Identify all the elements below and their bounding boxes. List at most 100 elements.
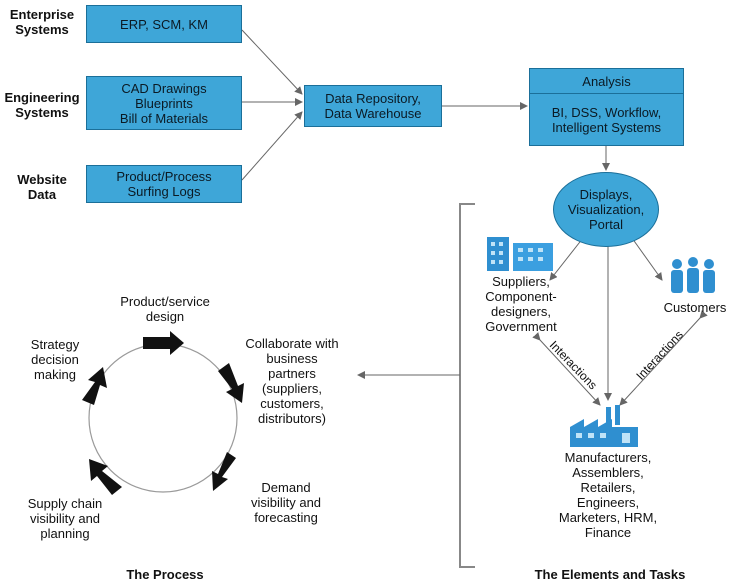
engineering-box-line-3: Bill of Materials bbox=[119, 110, 209, 126]
collaborate-line-1: Collaborate with bbox=[245, 336, 339, 351]
window bbox=[499, 260, 503, 264]
suppliers-line-3: designers, bbox=[491, 304, 551, 319]
demand-line-3: forecasting bbox=[254, 510, 318, 525]
process-collaborate-label: Collaborate with business partners (supp… bbox=[236, 336, 348, 426]
window bbox=[518, 257, 523, 261]
cycle-arrow-right-upper bbox=[218, 363, 244, 403]
person-body bbox=[687, 268, 699, 293]
window bbox=[499, 251, 503, 255]
repository-line-1: Data Repository, bbox=[325, 91, 421, 106]
chimney bbox=[615, 405, 620, 425]
website-label-line-1: Website bbox=[17, 172, 67, 187]
enterprise-label-line-2: Systems bbox=[15, 22, 69, 37]
suppliers-label: Suppliers, Component- designers, Governm… bbox=[478, 274, 564, 334]
customers-text: Customers bbox=[663, 300, 727, 315]
window bbox=[491, 242, 495, 246]
analysis-body-box: BI, DSS, Workflow, Intelligent Systems bbox=[529, 93, 684, 146]
demand-line-2: visibility and bbox=[250, 495, 322, 510]
process-title: The Process bbox=[100, 567, 230, 582]
manufacturers-line-4: Engineers, bbox=[576, 495, 640, 510]
enterprise-box: ERP, SCM, KM bbox=[86, 5, 242, 43]
displays-ellipse: Displays, Visualization, Portal bbox=[553, 172, 659, 247]
process-design-label: Product/service design bbox=[105, 294, 225, 324]
elements-title: The Elements and Tasks bbox=[515, 567, 705, 582]
process-cycle-ring bbox=[88, 343, 238, 493]
demand-line-1: Demand bbox=[261, 480, 311, 495]
window bbox=[499, 242, 503, 246]
analysis-header-box: Analysis bbox=[529, 68, 684, 94]
collaborate-line-2: business bbox=[266, 351, 318, 366]
website-box: Product/Process Surfing Logs bbox=[86, 165, 242, 203]
engineering-systems-label: Engineering Systems bbox=[0, 90, 84, 120]
process-thick-arrows bbox=[82, 331, 244, 495]
website-box-line-2: Surfing Logs bbox=[127, 184, 201, 199]
enterprise-label-line-1: Enterprise bbox=[9, 7, 75, 22]
cycle-arrow-bottom-left bbox=[89, 459, 122, 495]
website-data-label: Website Data bbox=[0, 172, 84, 202]
engineering-label-line-1: Engineering bbox=[4, 90, 80, 105]
suppliers-line-2: Component- bbox=[485, 289, 557, 304]
manufacturers-label: Manufacturers, Assemblers, Retailers, En… bbox=[548, 450, 668, 540]
collaborate-line-5: customers, bbox=[260, 396, 324, 411]
website-label-line-2: Data bbox=[27, 187, 57, 202]
elements-bracket bbox=[459, 203, 475, 568]
window bbox=[588, 433, 594, 438]
suppliers-line-1: Suppliers, bbox=[492, 274, 550, 289]
strategy-line-1: Strategy bbox=[30, 337, 80, 352]
manufacturers-line-6: Finance bbox=[584, 525, 632, 540]
factory-icon bbox=[570, 405, 638, 447]
process-demand-label: Demand visibility and forecasting bbox=[240, 480, 332, 525]
analysis-title: Analysis bbox=[582, 73, 631, 89]
cycle-arrow-right-lower bbox=[212, 452, 236, 491]
collaborate-line-6: distributors) bbox=[258, 411, 326, 426]
arrow-interactions-left bbox=[532, 332, 601, 406]
process-strategy-label: Strategy decision making bbox=[20, 337, 90, 382]
window bbox=[518, 248, 523, 252]
manufacturers-line-5: Marketers, HRM, bbox=[558, 510, 658, 525]
building-left bbox=[487, 237, 509, 271]
person-head bbox=[672, 259, 682, 269]
displays-line-1: Displays, bbox=[579, 187, 633, 202]
enterprise-systems-label: Enterprise Systems bbox=[0, 7, 84, 37]
collaborate-line-4: (suppliers, bbox=[262, 381, 322, 396]
arrow-interactions-right bbox=[619, 310, 708, 406]
customers-label: Customers bbox=[660, 300, 730, 315]
analysis-body-line-1: BI, DSS, Workflow, bbox=[551, 104, 662, 120]
window bbox=[538, 248, 543, 252]
arrow-displays-to-suppliers bbox=[549, 237, 584, 281]
engineering-box: CAD Drawings Blueprints Bill of Material… bbox=[86, 76, 242, 130]
process-supply-label: Supply chain visibility and planning bbox=[10, 496, 120, 541]
displays-line-3: Portal bbox=[589, 217, 623, 232]
person-body bbox=[671, 270, 683, 293]
cycle-arrow-top bbox=[143, 331, 184, 355]
analysis-body-line-2: Intelligent Systems bbox=[551, 119, 662, 135]
strategy-line-3: making bbox=[34, 367, 76, 382]
collaborate-line-3: partners bbox=[268, 366, 316, 381]
person-head bbox=[688, 257, 698, 267]
design-line-1: Product/service bbox=[120, 294, 210, 309]
person-body bbox=[703, 270, 715, 293]
manufacturers-line-3: Retailers, bbox=[580, 480, 636, 495]
window bbox=[622, 433, 630, 443]
arrow-enterprise-to-repository bbox=[241, 29, 303, 95]
engineering-box-line-1: CAD Drawings bbox=[121, 80, 207, 96]
elements-title-text: The Elements and Tasks bbox=[534, 567, 686, 582]
strategy-line-2: decision bbox=[31, 352, 79, 367]
engineering-label-line-2: Systems bbox=[15, 105, 69, 120]
window bbox=[600, 433, 606, 438]
supply-line-1: Supply chain bbox=[27, 496, 103, 511]
engineering-box-line-2: Blueprints bbox=[135, 95, 193, 111]
chimney bbox=[606, 407, 611, 425]
arrow-displays-to-customers bbox=[631, 237, 663, 281]
window bbox=[576, 433, 582, 438]
repository-line-2: Data Warehouse bbox=[324, 106, 422, 121]
buildings-icon bbox=[487, 237, 553, 271]
manufacturers-line-2: Assemblers, bbox=[572, 465, 644, 480]
window bbox=[528, 257, 533, 261]
supply-line-2: visibility and bbox=[29, 511, 101, 526]
window bbox=[491, 251, 495, 255]
manufacturers-line-1: Manufacturers, bbox=[564, 450, 652, 465]
process-title-text: The Process bbox=[126, 567, 204, 582]
displays-line-2: Visualization, bbox=[567, 202, 645, 217]
